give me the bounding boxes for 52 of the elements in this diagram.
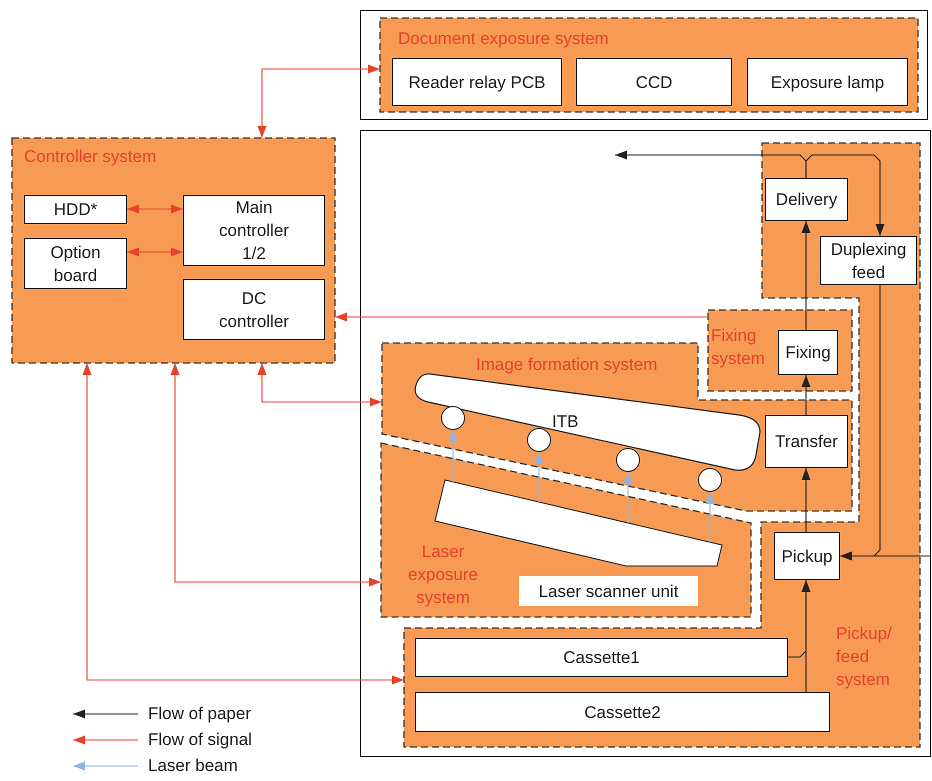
module-box: Duplexing feed: [820, 236, 917, 285]
module-box: Main controller 1/2: [183, 195, 325, 266]
system-label: Fixing system: [711, 325, 766, 370]
system-label: Controller system: [24, 146, 158, 168]
belt-label: ITB: [552, 411, 578, 433]
arrow: [805, 154, 884, 236]
drum-roller: [616, 448, 640, 472]
system-region: [380, 18, 918, 112]
arrow: [840, 552, 931, 560]
arrow: [448, 430, 458, 482]
legend-text: Laser beam: [148, 755, 238, 777]
system-label: Pickup/ feed system: [836, 623, 893, 691]
arrow: [802, 375, 810, 415]
module-box: DC controller: [183, 279, 325, 340]
module-box: Delivery: [765, 178, 848, 221]
module-box: Option board: [24, 238, 127, 289]
module-box: CCD: [576, 58, 732, 106]
module-box: Cassette1: [415, 638, 788, 677]
system-region: [12, 138, 335, 363]
arrow: [802, 221, 810, 330]
transfer-belt: [412, 372, 762, 474]
arrow: [170, 363, 381, 586]
legend-text: Flow of signal: [148, 729, 252, 751]
system-label: Document exposure system: [398, 28, 610, 50]
module-box: Pickup: [774, 532, 840, 580]
arrow: [534, 452, 544, 502]
arrow: [624, 472, 632, 523]
arrow: [127, 248, 183, 256]
arrow: [706, 492, 714, 542]
module-box: Cassette2: [415, 692, 830, 732]
system-region: [708, 310, 852, 391]
module-box: Exposure lamp: [747, 58, 908, 106]
legend-text: Flow of paper: [148, 703, 251, 725]
frame: [360, 10, 928, 120]
module-box: HDD*: [24, 195, 127, 224]
system-label: Image formation system: [476, 354, 658, 376]
drum-roller: [441, 406, 465, 430]
system-label: Laser exposure system: [407, 541, 479, 609]
arrow: [127, 204, 183, 214]
arrow: [258, 363, 382, 406]
module-box: Laser scanner unit: [519, 576, 698, 606]
system-region: [381, 443, 751, 617]
arrow: [802, 580, 810, 692]
module-box: Transfer: [765, 415, 848, 468]
drum-roller: [698, 468, 722, 492]
drum-roller: [527, 428, 551, 452]
module-box: Fixing: [778, 330, 838, 375]
arrow: [82, 363, 404, 684]
arrow: [802, 468, 810, 532]
arrow: [258, 64, 380, 138]
arrow: [335, 312, 708, 322]
module-box: Reader relay PCB: [392, 58, 562, 106]
